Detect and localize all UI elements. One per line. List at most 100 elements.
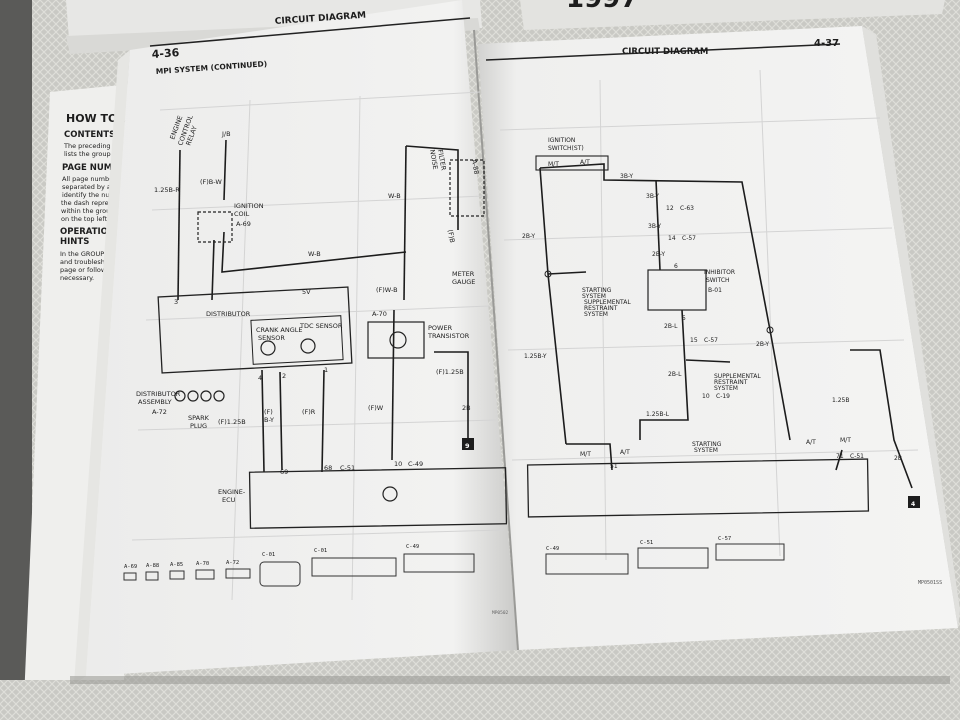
label-wire-fby: (F)	[264, 408, 273, 416]
back-page-line: identify the numb	[62, 191, 120, 199]
connector-label: C-01	[314, 548, 327, 554]
connector-label: C-51	[640, 540, 653, 546]
noise-filter-box	[449, 159, 485, 217]
engine-ecu-box	[248, 467, 508, 529]
label-wire-fb: (F)B	[446, 229, 456, 243]
back-page-text-block-1: The preceding p lists the group t	[63, 142, 117, 158]
right-header-title: CIRCUIT DIAGRAM	[622, 47, 708, 57]
back-page-section-contents: CONTENTS	[64, 130, 115, 140]
label-crank-angle-sensor: SENSOR	[258, 334, 285, 342]
label-pin-2: 2	[282, 372, 286, 380]
label-conn-c49: C-49	[408, 460, 423, 468]
label-noise-filter-conn: A-88	[470, 159, 480, 175]
label-wire-f125b-2: (F)1.25B	[436, 368, 464, 376]
wire-transistor-left	[391, 309, 395, 461]
label-conn-c57-2: C-57	[704, 337, 718, 344]
wire-125b	[850, 349, 913, 489]
label-wire-2b: 2B	[894, 455, 902, 462]
label-pin-15: 15	[690, 337, 698, 344]
label-distributor-assembly: ASSEMBLY	[138, 398, 172, 406]
label-power-transistor: TRANSISTOR	[427, 332, 470, 340]
label-pin-10: 10	[702, 393, 710, 400]
label-conn-c51: C-51	[850, 453, 864, 460]
book-bottom-shadow	[70, 676, 950, 684]
wire-bottom-left	[566, 443, 613, 471]
label-wire-2by-2: 2B-Y	[522, 233, 535, 240]
connector-label: A-85	[170, 562, 183, 568]
connector-c57-right: C-57	[715, 536, 785, 561]
label-tdc-sensor: TDC SENSOR	[299, 322, 343, 330]
wire-coil-top	[221, 231, 407, 273]
label-starting-system-1: SYSTEM	[582, 293, 606, 300]
label-five-v: 5V	[302, 288, 311, 296]
junction	[766, 326, 774, 334]
connector-label: A-69	[124, 564, 137, 570]
label-supplemental-restraint: RESTRAINT	[714, 379, 748, 386]
book-gutter	[473, 29, 519, 651]
label-spark-plug: SPARK	[188, 414, 210, 422]
label-pin-68: 68	[324, 464, 332, 472]
connector-label: A-88	[146, 563, 159, 569]
label-wire-125bl: 1.25B-L	[646, 411, 670, 418]
label-power-transistor-conn: A-70	[372, 310, 387, 318]
junction	[544, 270, 552, 278]
label-conn-c19: C-19	[716, 393, 730, 400]
label-wire-f125b-1: (F)1.25B	[218, 418, 246, 426]
spark-plug-group	[174, 390, 225, 402]
connector-c49: C-49	[403, 544, 475, 573]
ecu-box-right	[526, 458, 870, 518]
connector-label: C-49	[546, 546, 559, 552]
label-ignition-switch: IGNITION	[548, 137, 575, 144]
wire-transistor-right	[434, 351, 469, 440]
back-page-line: separated by a c	[62, 183, 117, 191]
label-crank-angle-sensor: CRANK ANGLE	[256, 326, 303, 334]
back-page-line: The preceding p	[63, 142, 117, 150]
label-wire-3by-2: 3B-Y	[646, 193, 659, 200]
wire-2bl	[639, 309, 689, 440]
table-edge-shadow	[0, 0, 32, 720]
back-page-line: All page numbe	[62, 175, 113, 183]
label-engine-ecu: ECU	[222, 496, 236, 504]
back-page-line: In the GROUP	[60, 250, 104, 258]
book-page-edges-left	[74, 50, 130, 684]
label-pin-1: 1	[324, 366, 328, 374]
back-page-text-block-3: In the GROUP and troublesho page or foll…	[60, 250, 109, 282]
label-noise-filter: FILTER	[436, 149, 448, 172]
label-pin-69: 69	[280, 468, 288, 476]
label-conn-c51: C-51	[340, 464, 355, 472]
wire-ign-switch	[539, 163, 791, 441]
connector-c49-right: C-49	[545, 546, 629, 575]
label-wire-fbw: (F)B-W	[200, 178, 222, 186]
wire-coil-down	[211, 239, 215, 301]
back-page-line: page or follow	[60, 266, 107, 274]
label-at-right: A/T	[806, 439, 816, 446]
connector-label: C-57	[718, 536, 731, 542]
label-pin-6: 6	[674, 263, 678, 270]
label-wire-3by-3: 3B-Y	[648, 223, 661, 230]
left-connector-strip: A-69 A-88 A-85 A-70 A-72 C-01 C-01 C-49	[123, 544, 509, 616]
label-starting-system-1: SYSTEM	[584, 311, 608, 318]
left-diagram-wires	[177, 139, 469, 473]
ignition-switch-box	[535, 155, 609, 171]
inhibitor-switch-box	[647, 269, 707, 311]
back-page-line: on the top left	[61, 215, 108, 223]
wire-relay	[177, 149, 181, 301]
label-starting-system-2: STARTING	[692, 441, 722, 448]
wire-crank	[261, 369, 265, 473]
left-background-grid	[131, 91, 505, 601]
right-connector-strip: C-49 C-51 C-57 MP0501SS	[545, 536, 942, 586]
label-distributor: DISTRIBUTOR	[206, 310, 251, 318]
back-page-section-operation: OPERATION	[60, 227, 115, 237]
wire-main-vertical	[403, 145, 407, 301]
label-conn-c57-1: C-57	[682, 235, 696, 242]
ground-4-box	[908, 496, 920, 508]
label-wire-fwb: (F)W-B	[376, 286, 398, 294]
label-mt-bottom: M/T	[580, 451, 591, 458]
connector-a85: A-85	[169, 562, 185, 580]
back-page-text-block-2: All page numbe separated by a c identify…	[61, 175, 120, 223]
label-conn-c63: C-63	[680, 205, 694, 212]
label-wire-fr: (F)R	[302, 408, 316, 416]
right-footer-code: MP0501SS	[918, 580, 942, 586]
left-page-number: 4-36	[151, 46, 180, 61]
label-meter-gauge: GAUGE	[452, 278, 475, 286]
